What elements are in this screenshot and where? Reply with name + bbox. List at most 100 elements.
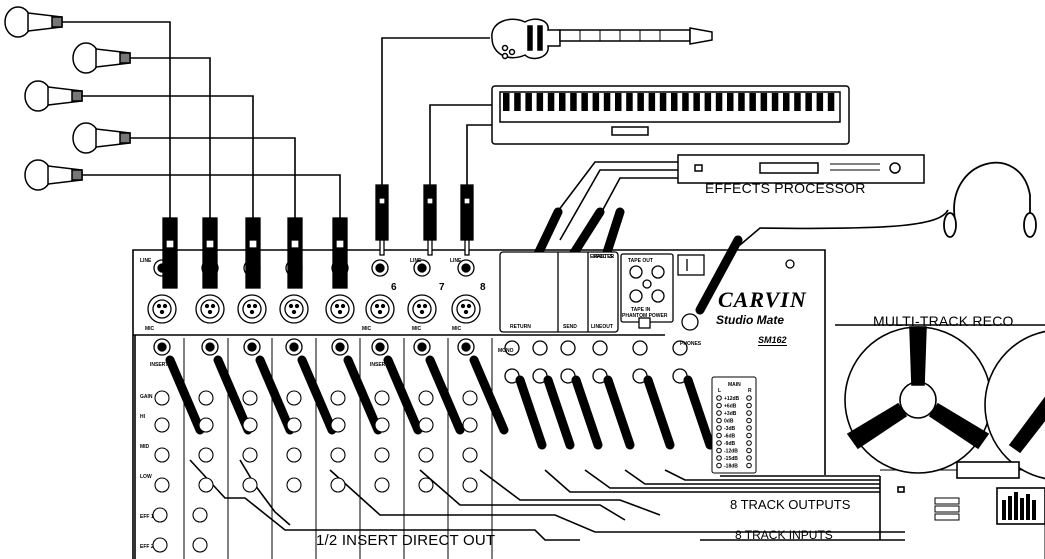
microphone-3 xyxy=(25,81,82,111)
eff-knob xyxy=(193,508,207,522)
insert-plug xyxy=(388,360,418,430)
eq-knob xyxy=(199,478,213,492)
xlr-pin xyxy=(158,305,161,308)
insert-jack-center xyxy=(336,343,344,351)
insert-jack-center xyxy=(158,343,166,351)
phones-jack xyxy=(682,314,698,330)
keyboard-key xyxy=(525,93,532,111)
keyboard-key xyxy=(514,93,521,111)
eq-knob xyxy=(331,448,345,462)
mic-label-6: MIC xyxy=(362,326,372,332)
xlr-pin xyxy=(342,305,345,308)
keyboard-key xyxy=(693,93,700,111)
keyboard-key xyxy=(637,93,644,111)
track-outputs-label: 8 TRACK OUTPUTS xyxy=(730,497,850,512)
eq-knob xyxy=(287,478,301,492)
meter-led xyxy=(717,426,722,431)
xlr-plug xyxy=(333,218,347,288)
eq-knob xyxy=(287,391,301,405)
output-plug xyxy=(608,380,630,445)
meter-led xyxy=(747,448,752,453)
keyboard-key xyxy=(615,93,622,111)
low-label: LOW xyxy=(140,474,152,480)
meter-led xyxy=(747,463,752,468)
keyboard-key xyxy=(772,93,779,111)
xlr-pin xyxy=(382,305,385,308)
xlr-pin xyxy=(293,311,296,314)
lineout-label: LINEOUT xyxy=(591,324,613,330)
meter-led xyxy=(717,456,722,461)
plug-band xyxy=(206,240,214,248)
insert-jack-center xyxy=(418,343,426,351)
xlr-jack-inner xyxy=(153,300,171,318)
phones-label: PHONES xyxy=(680,341,702,347)
meter-led xyxy=(747,418,752,423)
eq-knob xyxy=(463,448,477,462)
insert-jack-center xyxy=(376,343,384,351)
eq-knob xyxy=(155,478,169,492)
eq-knob xyxy=(331,418,345,432)
plug-tip xyxy=(465,240,469,255)
keyboard-key xyxy=(626,93,633,111)
xlr-pin xyxy=(296,305,299,308)
output-jack xyxy=(561,341,575,355)
xlr-jack-inner xyxy=(285,300,303,318)
channel-number-7: 7 xyxy=(439,282,445,293)
keyboard-key xyxy=(548,93,555,111)
keyboard-key xyxy=(570,93,577,111)
meter-led xyxy=(717,403,722,408)
eq-knob xyxy=(375,448,389,462)
line-label-8: LINE xyxy=(450,258,462,264)
quarter-inch-plug xyxy=(424,185,436,240)
meter-led xyxy=(717,441,722,446)
line-label-7: LINE xyxy=(410,258,422,264)
line-jack-center xyxy=(418,264,426,272)
insert-plug xyxy=(302,360,332,430)
xlr-pin xyxy=(254,305,257,308)
output-plug xyxy=(520,380,542,445)
insert-jack-center xyxy=(462,343,470,351)
xlr-pin xyxy=(206,305,209,308)
meter-led xyxy=(717,448,722,453)
meter-level-label: 0dB xyxy=(724,419,734,425)
xlr-jack-inner xyxy=(201,300,219,318)
send-label: SEND xyxy=(563,324,577,330)
xlr-pin xyxy=(468,305,471,308)
channel-number-6: 6 xyxy=(391,282,397,293)
xlr-jack-inner xyxy=(413,300,431,318)
insert-jack-center xyxy=(206,343,214,351)
eff-knob xyxy=(193,538,207,552)
xlr-pin xyxy=(209,311,212,314)
hi-label: HI xyxy=(140,414,146,420)
output-plug xyxy=(548,380,570,445)
xlr-pin xyxy=(212,305,215,308)
meter-level-label: +3dB xyxy=(724,411,737,417)
mic-label-7: MIC xyxy=(412,326,422,332)
keyboard-key xyxy=(805,93,812,111)
keyboard-key xyxy=(794,93,801,111)
eq-knob xyxy=(155,448,169,462)
meter-led xyxy=(717,463,722,468)
keyboard-cable-left xyxy=(430,105,492,185)
output-plug xyxy=(576,380,598,445)
xlr-plug xyxy=(203,218,217,288)
mono-label: MONO xyxy=(498,348,514,354)
tape-reel-right xyxy=(985,330,1045,480)
xlr-jack-inner xyxy=(371,300,389,318)
xlr-pin xyxy=(164,305,167,308)
insert-plug xyxy=(430,360,460,430)
track-inputs-label: 8 TRACK INPUTS xyxy=(735,528,833,542)
mid-label: MID xyxy=(140,444,150,450)
keyboard-key xyxy=(783,93,790,111)
xlr-pin xyxy=(161,311,164,314)
keyboard-key xyxy=(604,93,611,111)
power-switch xyxy=(678,255,704,275)
meter-level-label: -3dB xyxy=(724,426,736,432)
eq-knob xyxy=(375,391,389,405)
xlr-plug xyxy=(246,218,260,288)
xlr-pin xyxy=(421,311,424,314)
return-label: RETURN xyxy=(510,324,531,330)
xlr-pin xyxy=(336,305,339,308)
eq-knob xyxy=(331,478,345,492)
plug-band xyxy=(291,240,299,248)
